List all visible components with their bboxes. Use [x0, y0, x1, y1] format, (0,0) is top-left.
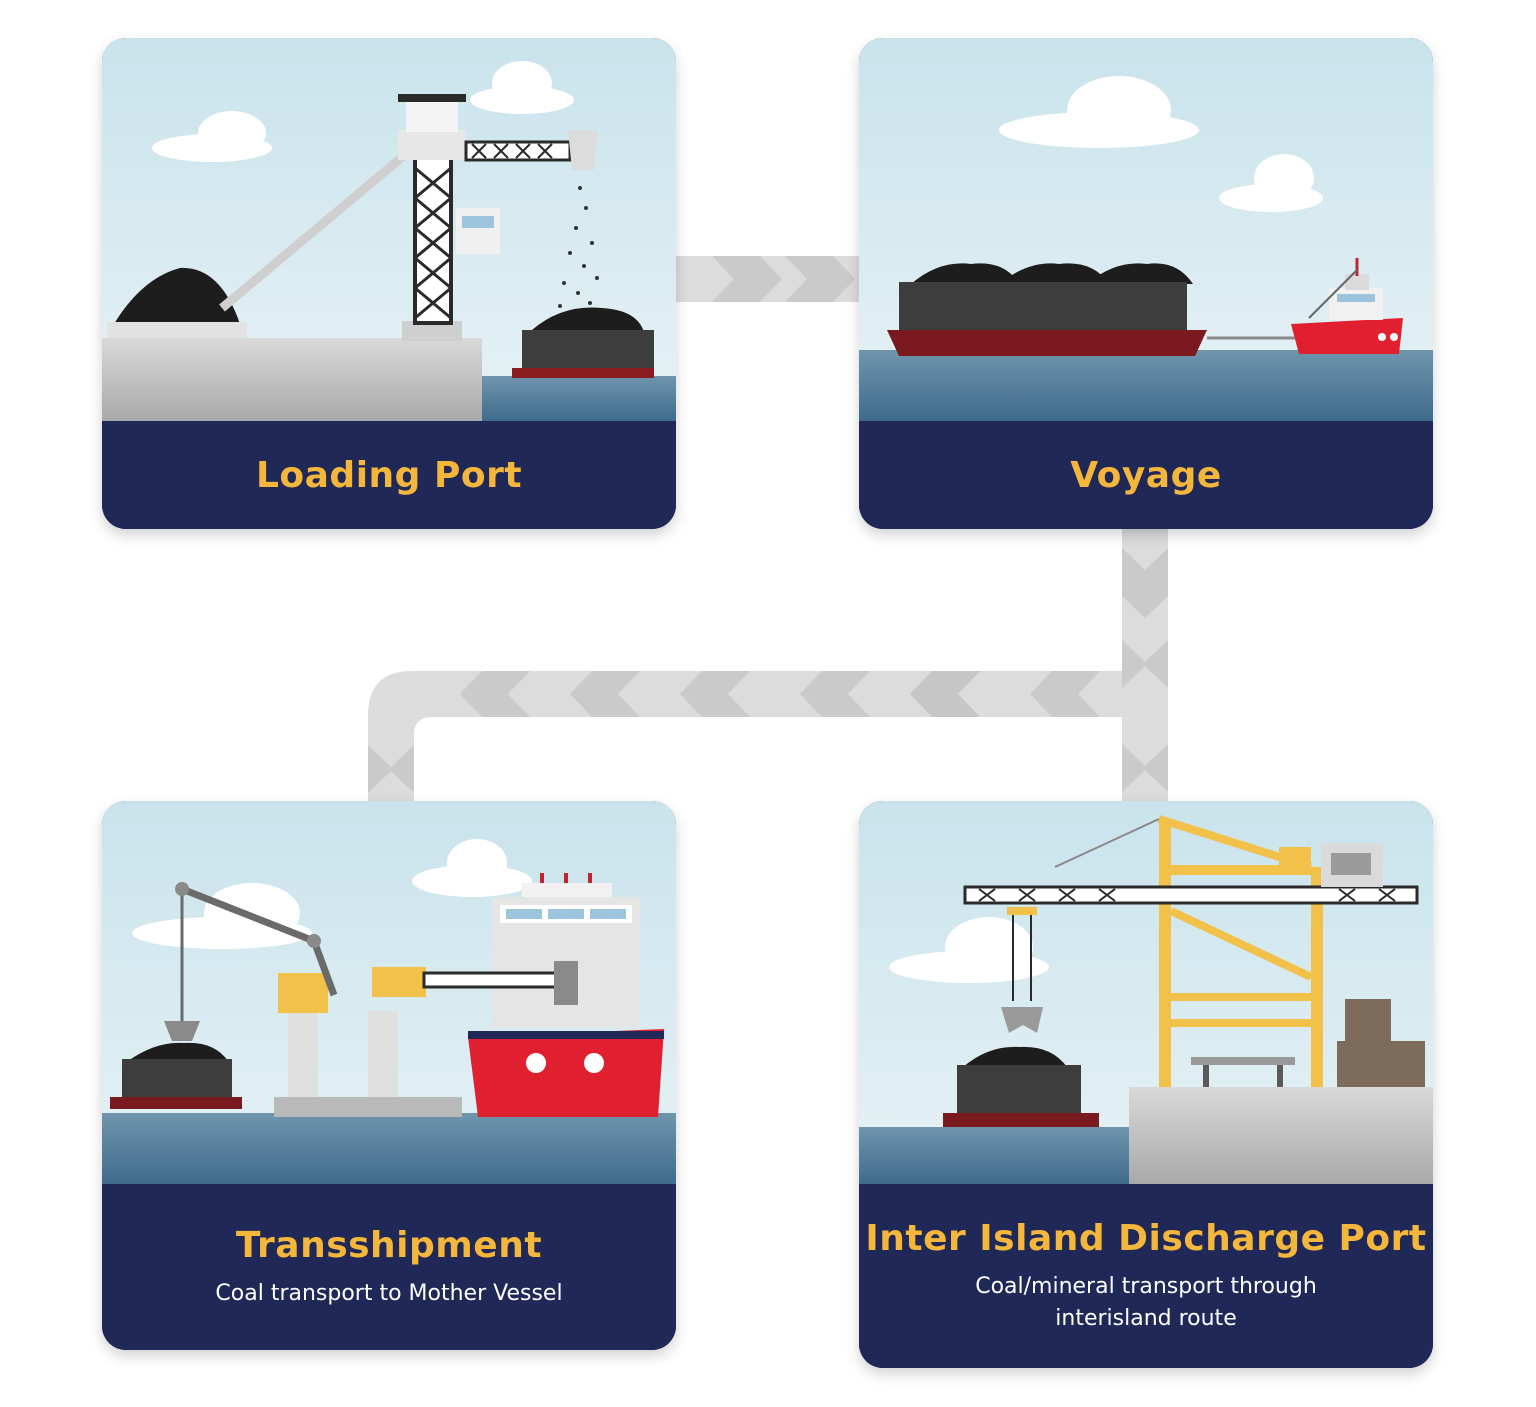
step-card-inter-island-discharge-port: Inter Island Discharge Port Coal/mineral…	[859, 801, 1433, 1368]
step-card-transshipment: Transshipment Coal transport to Mother V…	[102, 801, 676, 1350]
discharge-port-illustration	[859, 801, 1433, 1184]
step-subtitle: Coal transport to Mother Vessel	[215, 1280, 563, 1306]
chevron-down-icon	[368, 745, 414, 793]
step-title: Voyage	[1070, 454, 1222, 496]
loading-port-illustration	[102, 38, 676, 421]
chevron-left-icon	[460, 671, 530, 717]
chevron-left-icon	[1030, 671, 1100, 717]
chevron-left-icon	[910, 671, 980, 717]
chevron-down-icon	[1122, 744, 1168, 792]
transshipment-illustration	[102, 801, 676, 1184]
step-label: Inter Island Discharge Port Coal/mineral…	[859, 1184, 1433, 1368]
voyage-illustration	[859, 38, 1433, 421]
step-label: Transshipment Coal transport to Mother V…	[102, 1184, 676, 1350]
chevron-right-icon	[785, 256, 855, 302]
chevron-down-icon	[1122, 548, 1168, 618]
step-title: Transshipment	[235, 1224, 543, 1266]
chevron-left-icon	[570, 671, 640, 717]
step-subtitle: Coal/mineral transport through interisla…	[975, 1273, 1317, 1331]
step-card-voyage: Voyage	[859, 38, 1433, 529]
step-card-loading-port: Loading Port	[102, 38, 676, 529]
step-label: Loading Port	[102, 421, 676, 529]
step-title: Inter Island Discharge Port	[865, 1217, 1427, 1259]
chevron-left-icon	[680, 671, 750, 717]
chevron-down-icon	[1122, 640, 1168, 688]
chevron-left-icon	[800, 671, 870, 717]
chevron-right-icon	[712, 256, 782, 302]
step-label: Voyage	[859, 421, 1433, 529]
step-title: Loading Port	[255, 454, 523, 496]
